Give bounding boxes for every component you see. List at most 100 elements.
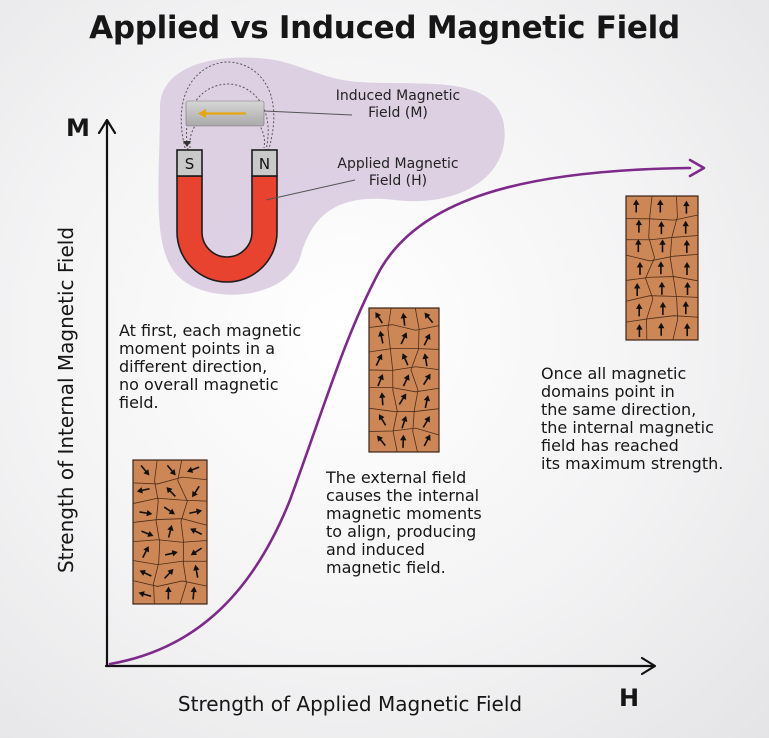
grain-boundary — [625, 253, 699, 262]
magnetization-curve — [108, 166, 692, 666]
moment-arrow — [164, 568, 174, 579]
moment-arrow — [400, 312, 407, 326]
x-axis-letter: H — [619, 684, 640, 712]
moment-arrow — [139, 569, 152, 577]
moment-arrow — [192, 485, 200, 498]
grain-boundary — [368, 407, 440, 412]
moment-arrow — [635, 219, 643, 233]
moment-arrow — [138, 591, 152, 598]
grain-boundary — [132, 539, 208, 543]
moment-arrow — [400, 332, 408, 345]
y-axis-letter: M — [66, 114, 90, 142]
grain-boundary — [645, 195, 655, 341]
grain-boundary — [368, 427, 440, 436]
pole-south-label: S — [185, 155, 195, 173]
domain-block-frame — [368, 307, 440, 453]
domain-block-aligning — [368, 307, 440, 453]
moment-arrow — [142, 546, 150, 559]
applied-leader-line — [265, 179, 356, 201]
moment-arrow — [167, 524, 174, 538]
grain-boundary — [368, 348, 440, 353]
moment-arrow — [377, 435, 386, 447]
moment-arrow — [165, 586, 172, 600]
moment-arrow — [636, 324, 643, 338]
moment-arrow — [166, 464, 176, 476]
induced-field-label: Induced Magnetic Field (M) — [335, 88, 461, 121]
pole-north — [251, 149, 278, 177]
applied-field-label: Applied Magnetic Field (H) — [337, 156, 459, 189]
moment-arrow — [378, 414, 387, 426]
caption-aligning-moments: The external field causes the internal m… — [326, 468, 482, 577]
grain-boundary — [153, 459, 161, 605]
moment-arrow — [379, 392, 386, 406]
moment-arrow — [658, 322, 665, 336]
moment-arrow — [377, 374, 384, 387]
moment-arrow — [657, 261, 665, 275]
grain-boundary — [132, 518, 208, 526]
moment-arrow — [684, 282, 691, 295]
grain-boundary — [132, 497, 208, 504]
horseshoe-magnet — [176, 175, 278, 283]
moment-arrow — [633, 199, 640, 213]
moment-arrow — [401, 353, 409, 366]
induced-leader-line — [263, 110, 353, 116]
moment-arrow — [635, 239, 642, 253]
moment-arrow — [402, 374, 410, 387]
grain-boundary — [625, 315, 699, 323]
domain-block-aligned — [625, 195, 699, 341]
moment-arrow — [636, 303, 643, 317]
moment-arrow — [401, 415, 408, 429]
grain-boundary — [669, 195, 679, 341]
caption-aligned-domains: Once all magnetic domains point in the s… — [541, 364, 724, 473]
field-line-arrowhead — [183, 141, 191, 147]
grain-boundary — [368, 366, 440, 371]
moment-arrow — [193, 564, 200, 578]
moment-arrow — [190, 528, 203, 536]
y-axis-label: Strength of Internal Magnetic Field — [54, 226, 78, 574]
moment-arrow — [682, 301, 689, 315]
moment-arrow — [659, 301, 667, 315]
moment-arrow — [140, 464, 150, 476]
grain-boundary — [368, 324, 440, 331]
moment-arrow — [141, 530, 154, 537]
moment-arrow — [190, 547, 203, 556]
moment-arrow — [684, 323, 691, 337]
moment-arrow — [186, 466, 200, 473]
grain-boundary — [625, 214, 699, 221]
grain-boundary — [625, 276, 699, 282]
grain-boundary — [387, 307, 398, 453]
domain-block-frame — [625, 195, 699, 341]
grain-boundary — [132, 476, 208, 485]
moment-arrow — [190, 586, 197, 600]
moment-arrow — [658, 221, 665, 235]
grain-boundary — [368, 387, 440, 393]
grain-boundary — [410, 307, 420, 453]
moment-arrow — [636, 261, 644, 275]
moment-arrow — [423, 434, 431, 447]
moment-arrow — [398, 393, 407, 405]
moment-arrow — [375, 353, 383, 366]
curve-arrowhead — [688, 158, 706, 178]
moment-arrow — [422, 353, 429, 367]
page-title: Applied vs Induced Magnetic Field — [89, 10, 680, 46]
moment-arrow — [378, 330, 385, 344]
moment-arrow — [423, 333, 431, 346]
pole-north-label: N — [259, 155, 270, 173]
moment-arrow — [423, 395, 431, 409]
moment-arrow — [683, 262, 691, 275]
moment-arrow — [375, 312, 383, 324]
moment-arrow — [139, 509, 153, 517]
domain-block-random — [132, 459, 208, 605]
moment-arrow — [634, 283, 641, 296]
moment-arrow — [659, 239, 666, 253]
moment-arrow — [189, 508, 203, 515]
induced-arrow-head — [198, 109, 206, 118]
moment-arrow — [683, 200, 690, 214]
moment-arrow — [400, 434, 407, 448]
grain-boundary — [177, 459, 188, 605]
moment-arrow — [683, 239, 690, 253]
x-axis-label: Strength of Applied Magnetic Field — [177, 692, 523, 716]
pole-south — [176, 149, 203, 177]
caption-random-moments: At first, each magnetic moment points in… — [119, 321, 302, 412]
